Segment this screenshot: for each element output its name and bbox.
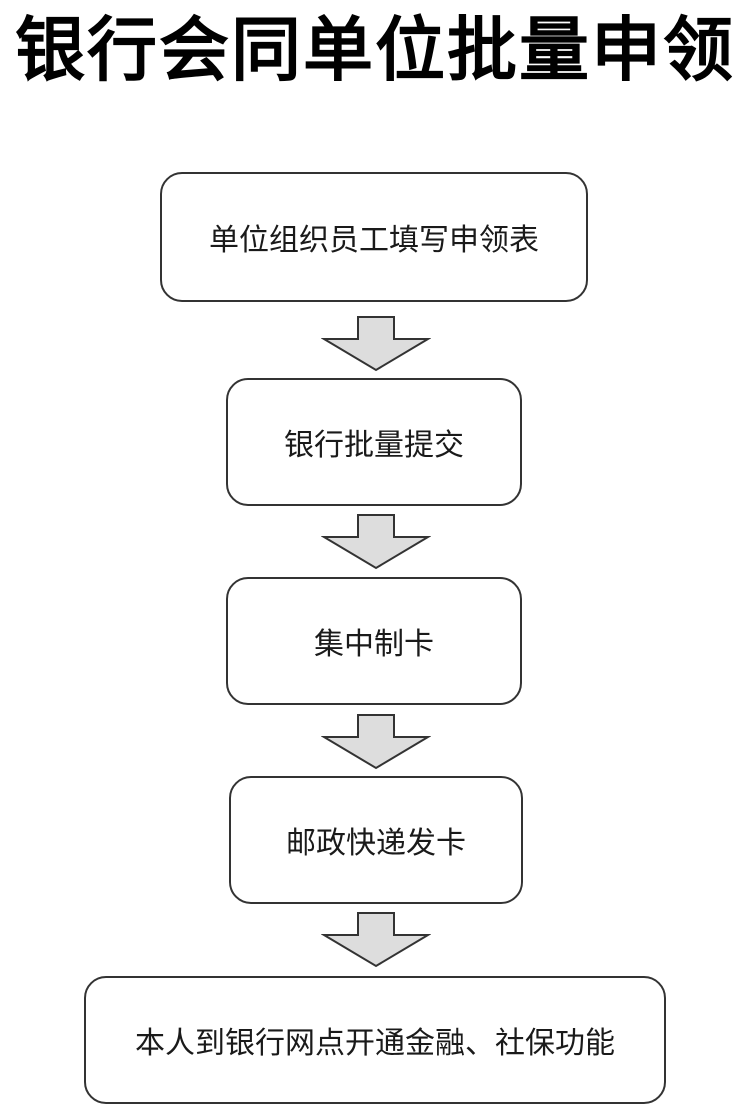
step-box-centralized-card-production: 集中制卡 bbox=[226, 577, 522, 705]
step-box-fill-application-form: 单位组织员工填写申领表 bbox=[160, 172, 588, 302]
down-arrow-icon bbox=[321, 514, 431, 570]
page-title: 银行会同单位批量申领 bbox=[15, 8, 735, 91]
down-arrow-icon bbox=[321, 316, 431, 372]
step-box-postal-express-delivery: 邮政快递发卡 bbox=[229, 776, 523, 904]
down-arrow-icon bbox=[321, 912, 431, 968]
step-label: 单位组织员工填写申领表 bbox=[209, 223, 539, 258]
step-label: 集中制卡 bbox=[314, 627, 434, 662]
step-label: 银行批量提交 bbox=[284, 428, 464, 463]
step-box-bank-batch-submit: 银行批量提交 bbox=[226, 378, 522, 506]
step-box-activate-at-bank-branch: 本人到银行网点开通金融、社保功能 bbox=[84, 976, 666, 1104]
step-label: 邮政快递发卡 bbox=[286, 826, 466, 861]
down-arrow-icon bbox=[321, 714, 431, 770]
step-label: 本人到银行网点开通金融、社保功能 bbox=[135, 1026, 615, 1061]
